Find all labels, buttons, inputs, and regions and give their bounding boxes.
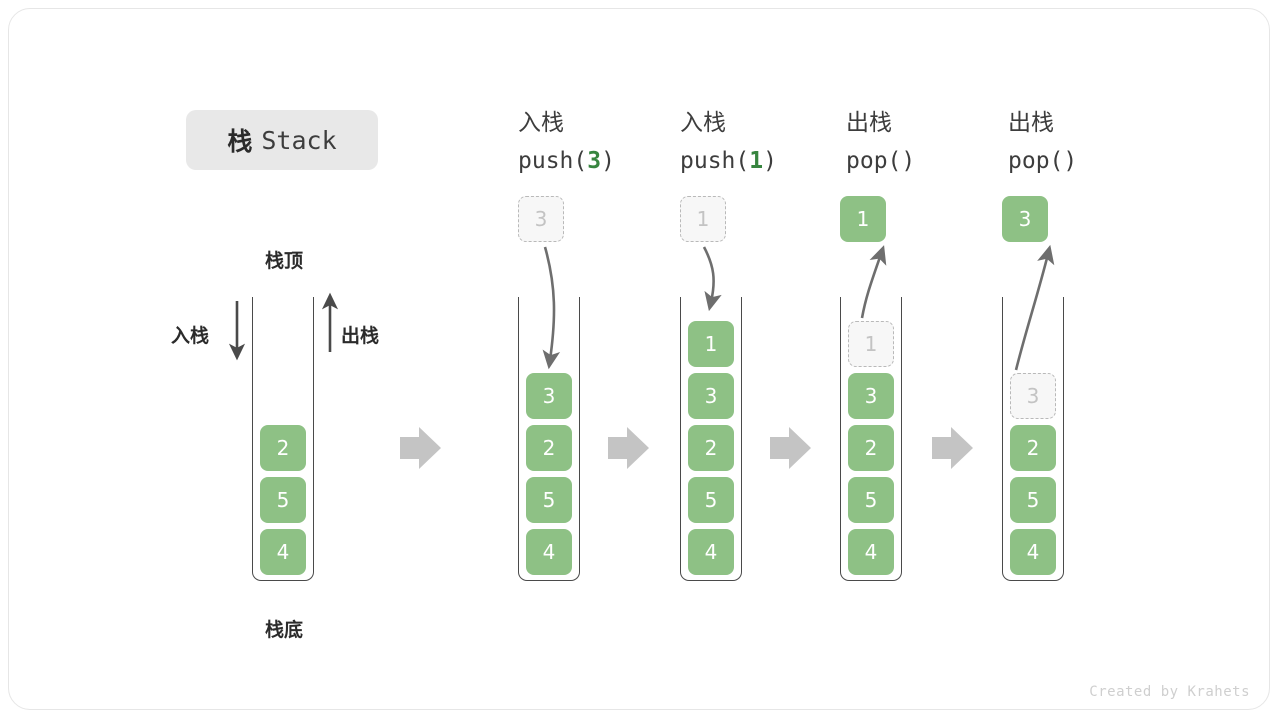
code-prefix: pop( xyxy=(846,148,902,174)
stack-cell: 4 xyxy=(688,529,734,575)
floating-ghost-cell: 3 xyxy=(518,196,564,242)
title-english: Stack xyxy=(261,125,337,155)
stack-cell: 5 xyxy=(1010,477,1056,523)
push-side-label: 入栈 xyxy=(171,325,210,347)
stack-cell: 5 xyxy=(526,477,572,523)
stack-tube-push-3 xyxy=(518,297,580,581)
stack-ghost-cell: 1 xyxy=(848,321,894,367)
code-suffix: ) xyxy=(763,148,777,174)
stack-cell: 5 xyxy=(688,477,734,523)
stack-cell: 2 xyxy=(688,425,734,471)
floating-popped-cell: 3 xyxy=(1002,196,1048,242)
code-prefix: push( xyxy=(518,148,588,174)
stack-cell: 3 xyxy=(848,373,894,419)
caption-push-3: 入栈 push(3) xyxy=(518,104,688,180)
code-arg: 3 xyxy=(587,148,602,174)
caption-code: pop() xyxy=(1008,142,1178,180)
code-arg: 1 xyxy=(749,148,764,174)
code-suffix: ) xyxy=(601,148,615,174)
stack-cell: 4 xyxy=(1010,529,1056,575)
caption-cn: 入栈 xyxy=(680,110,726,136)
stack-cell: 5 xyxy=(848,477,894,523)
stack-tube-initial xyxy=(252,297,314,581)
stack-cell: 4 xyxy=(526,529,572,575)
footer-credit: Created by Krahets xyxy=(1089,684,1250,700)
stack-cell: 4 xyxy=(848,529,894,575)
stack-cell: 2 xyxy=(848,425,894,471)
floating-ghost-cell: 1 xyxy=(680,196,726,242)
stack-ghost-cell: 3 xyxy=(1010,373,1056,419)
code-suffix: ) xyxy=(901,148,916,174)
caption-code: push(1) xyxy=(680,142,850,180)
stack-tube-pop-1 xyxy=(840,297,902,581)
floating-popped-cell: 1 xyxy=(840,196,886,242)
stack-cell: 3 xyxy=(526,373,572,419)
code-suffix: ) xyxy=(1063,148,1078,174)
stack-cell: 2 xyxy=(1010,425,1056,471)
stack-cell: 2 xyxy=(260,425,306,471)
caption-code: pop() xyxy=(846,142,1016,180)
title-chinese: 栈 xyxy=(227,127,253,156)
stack-cell: 5 xyxy=(260,477,306,523)
stack-top-label: 栈顶 xyxy=(264,250,303,272)
stack-cell: 4 xyxy=(260,529,306,575)
caption-push-1: 入栈 push(1) xyxy=(680,104,850,180)
diagram-title: 栈 Stack xyxy=(186,110,378,170)
caption-cn: 入栈 xyxy=(518,110,564,136)
stack-cell: 1 xyxy=(688,321,734,367)
code-prefix: push( xyxy=(680,148,750,174)
stack-tube-push-1 xyxy=(680,297,742,581)
stack-cell: 3 xyxy=(688,373,734,419)
stack-tube-pop-3 xyxy=(1002,297,1064,581)
caption-cn: 出栈 xyxy=(1008,110,1054,136)
code-prefix: pop( xyxy=(1008,148,1064,174)
stack-cell: 2 xyxy=(526,425,572,471)
caption-pop-3: 出栈 pop() xyxy=(1008,104,1178,180)
caption-code: push(3) xyxy=(518,142,688,180)
stack-bottom-label: 栈底 xyxy=(264,619,303,641)
pop-side-label: 出栈 xyxy=(341,325,380,347)
caption-cn: 出栈 xyxy=(846,110,892,136)
caption-pop-1: 出栈 pop() xyxy=(846,104,1016,180)
